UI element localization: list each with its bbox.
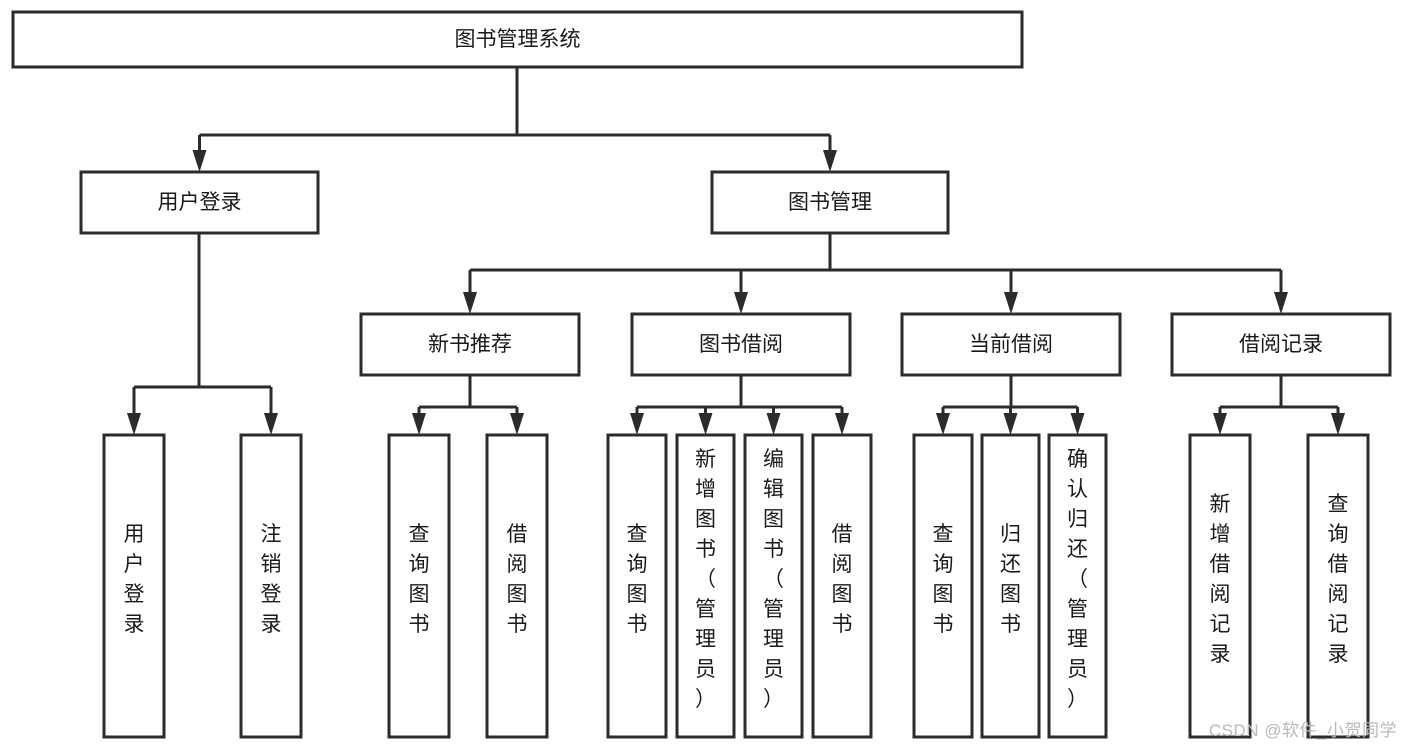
node-box-leaf-rec-query[interactable] xyxy=(387,433,451,739)
arrow-head xyxy=(766,413,781,435)
node-label-leaf-user-logout: 注销登录 xyxy=(261,523,282,636)
node-book-manage[interactable]: 图书管理 xyxy=(710,170,950,235)
node-leaf-borrow-do[interactable]: 借阅图书 xyxy=(811,433,873,739)
node-label-leaf-user-login: 用户登录 xyxy=(124,523,145,636)
node-leaf-user-logout[interactable]: 注销登录 xyxy=(239,433,303,739)
node-label-leaf-cur-confirm: 确认归还（管理员） xyxy=(1067,448,1088,711)
node-root[interactable]: 图书管理系统 xyxy=(11,10,1024,69)
node-box-leaf-borrow-query[interactable] xyxy=(606,433,668,739)
node-leaf-rec-borrow[interactable]: 借阅图书 xyxy=(485,433,549,739)
arrow-head xyxy=(463,292,477,314)
node-leaf-borrow-add[interactable]: 新增图书（管理员） xyxy=(675,433,736,739)
node-box-leaf-user-logout[interactable] xyxy=(239,433,303,739)
node-box-leaf-cur-return[interactable] xyxy=(980,433,1041,739)
connector-group xyxy=(463,233,1288,314)
arrow-head xyxy=(698,413,713,435)
node-box-user-login[interactable] xyxy=(79,170,320,235)
node-box-current-borrow[interactable] xyxy=(900,312,1122,377)
arrow-head xyxy=(192,150,207,172)
connector-group xyxy=(630,375,849,435)
node-leaf-cur-confirm[interactable]: 确认归还（管理员） xyxy=(1047,433,1108,739)
arrow-head xyxy=(936,413,950,435)
node-box-book-borrow[interactable] xyxy=(630,312,852,377)
connector-group xyxy=(192,67,837,172)
node-label-leaf-borrow-edit: 编辑图书（管理员） xyxy=(763,448,784,711)
arrow-head xyxy=(127,413,141,435)
node-leaf-cur-return[interactable]: 归还图书 xyxy=(980,433,1041,739)
connector-group xyxy=(127,233,278,435)
arrow-head xyxy=(734,292,748,314)
node-box-leaf-rec-borrow[interactable] xyxy=(485,433,549,739)
node-borrow-record[interactable]: 借阅记录 xyxy=(1170,312,1392,377)
node-box-root[interactable] xyxy=(11,10,1024,69)
arrow-head xyxy=(510,413,524,435)
node-box-leaf-rec-add[interactable] xyxy=(1188,433,1252,739)
node-label-leaf-rec-borrow: 借阅图书 xyxy=(507,523,528,636)
node-box-borrow-record[interactable] xyxy=(1170,312,1392,377)
node-label-borrow-record: 借阅记录 xyxy=(1239,333,1323,356)
arrow-head xyxy=(264,413,278,435)
node-new-book-rec[interactable]: 新书推荐 xyxy=(359,312,581,377)
node-box-leaf-borrow-do[interactable] xyxy=(811,433,873,739)
node-box-leaf-borrow-edit[interactable] xyxy=(743,433,804,739)
node-box-leaf-cur-query[interactable] xyxy=(912,433,974,739)
node-leaf-rec-query2[interactable]: 查询借阅记录 xyxy=(1306,433,1370,739)
node-leaf-cur-query[interactable]: 查询图书 xyxy=(912,433,974,739)
node-book-borrow[interactable]: 图书借阅 xyxy=(630,312,852,377)
node-box-book-manage[interactable] xyxy=(710,170,950,235)
node-label-leaf-rec-query2: 查询借阅记录 xyxy=(1328,493,1349,666)
node-user-login[interactable]: 用户登录 xyxy=(79,170,320,235)
node-leaf-user-login[interactable]: 用户登录 xyxy=(102,433,166,739)
node-box-new-book-rec[interactable] xyxy=(359,312,581,377)
node-label-current-borrow: 当前借阅 xyxy=(969,333,1053,356)
arrow-head xyxy=(823,150,837,172)
connector-group xyxy=(1213,375,1345,435)
node-label-leaf-cur-query: 查询图书 xyxy=(933,523,954,636)
node-label-book-borrow: 图书借阅 xyxy=(699,333,783,356)
node-label-book-manage: 图书管理 xyxy=(788,191,872,214)
arrow-head xyxy=(1213,413,1227,435)
arrow-head xyxy=(1003,413,1018,435)
connector-group xyxy=(936,375,1085,435)
node-leaf-borrow-query[interactable]: 查询图书 xyxy=(606,433,668,739)
connector-group xyxy=(412,375,524,435)
node-box-leaf-cur-confirm[interactable] xyxy=(1047,433,1108,739)
node-label-new-book-rec: 新书推荐 xyxy=(428,333,512,356)
node-current-borrow[interactable]: 当前借阅 xyxy=(900,312,1122,377)
arrow-head xyxy=(412,413,426,435)
node-label-leaf-borrow-query: 查询图书 xyxy=(627,523,648,636)
node-box-leaf-rec-query2[interactable] xyxy=(1306,433,1370,739)
arrow-head xyxy=(1004,292,1018,314)
node-label-leaf-cur-return: 归还图书 xyxy=(1000,523,1021,636)
arrow-head xyxy=(835,413,849,435)
node-leaf-rec-query[interactable]: 查询图书 xyxy=(387,433,451,739)
node-leaf-borrow-edit[interactable]: 编辑图书（管理员） xyxy=(743,433,804,739)
node-label-leaf-rec-add: 新增借阅记录 xyxy=(1210,493,1231,666)
node-box-leaf-borrow-add[interactable] xyxy=(675,433,736,739)
node-label-leaf-borrow-do: 借阅图书 xyxy=(832,523,853,636)
node-box-leaf-user-login[interactable] xyxy=(102,433,166,739)
arrow-head xyxy=(1331,413,1345,435)
arrow-head xyxy=(1274,292,1288,314)
node-leaf-rec-add[interactable]: 新增借阅记录 xyxy=(1188,433,1252,739)
node-label-leaf-rec-query: 查询图书 xyxy=(409,523,430,636)
arrow-head xyxy=(630,413,644,435)
node-layer: 图书管理系统用户登录图书管理新书推荐图书借阅当前借阅借阅记录用户登录注销登录查询… xyxy=(11,10,1392,739)
arrow-head xyxy=(1070,413,1085,435)
node-label-user-login: 用户登录 xyxy=(158,191,242,214)
connector-layer xyxy=(127,67,1345,435)
node-label-leaf-borrow-add: 新增图书（管理员） xyxy=(695,448,716,711)
node-label-root: 图书管理系统 xyxy=(455,28,581,51)
